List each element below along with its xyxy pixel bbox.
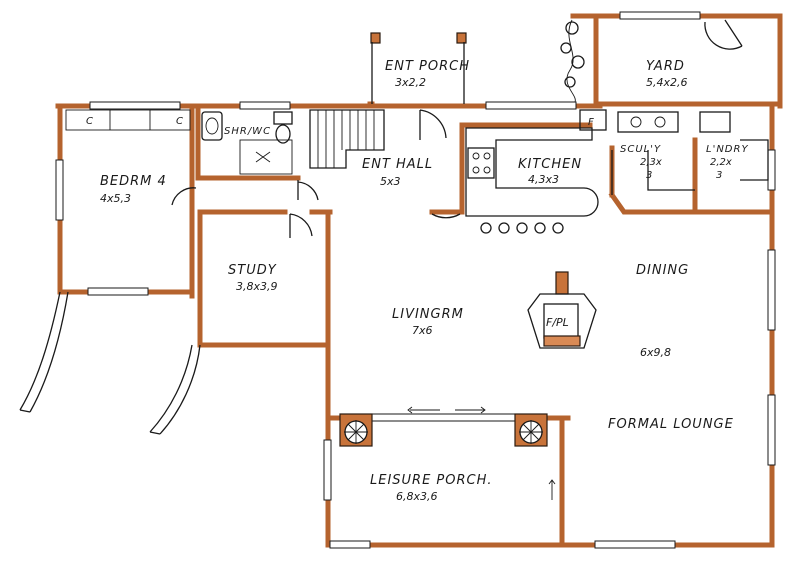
label-fridge: F (588, 117, 594, 128)
label-shower-wc: SHR/WC (224, 126, 271, 137)
bathroom-fixtures (201, 111, 293, 175)
label-leisure-porch: LEISURE PORCH. (370, 473, 493, 488)
dims-laundry-2: 3 (716, 170, 722, 181)
label-yard: YARD (646, 59, 685, 74)
yard-plant-icon (560, 19, 585, 103)
label-ent-hall: ENT HALL (362, 157, 433, 172)
kitchen-fixtures (465, 109, 769, 234)
dims-study: 3,8x3,9 (236, 280, 278, 293)
label-scullery: SCUL'Y (620, 144, 661, 155)
label-laundry: L'NDRY (706, 144, 749, 155)
label-bedroom-4: BEDRM 4 (100, 174, 167, 189)
walls (55, 13, 783, 548)
label-formal-lounge: FORMAL LOUNGE (608, 417, 734, 432)
dims-yard: 5,4x2,6 (646, 76, 688, 89)
label-study: STUDY (228, 263, 277, 278)
room-labels: ENT PORCH 3x2,2 YARD 5,4x2,6 BEDRM 4 4x5… (86, 59, 749, 503)
dims-ent-hall: 5x3 (380, 175, 401, 188)
doors (19, 19, 743, 500)
label-dining: DINING (636, 263, 689, 278)
porch-table-icon (339, 413, 548, 447)
label-fireplace: F/PL (546, 316, 569, 329)
label-living: LIVINGRM (392, 307, 464, 322)
dims-living: 7x6 (412, 324, 433, 337)
dims-kitchen: 4,3x3 (528, 173, 559, 186)
dims-bedroom-4: 4x5,3 (100, 192, 131, 205)
label-kitchen: KITCHEN (518, 157, 582, 172)
windows (55, 11, 776, 549)
fireplace-icon (527, 271, 597, 349)
dims-scullery: 2,3x (640, 157, 662, 168)
dims-laundry: 2,2x (710, 157, 732, 168)
label-cupboard-b: C (176, 116, 183, 127)
wardrobe (65, 109, 191, 131)
label-cupboard-a: C (86, 116, 93, 127)
label-ent-porch: ENT PORCH (385, 59, 470, 74)
stairs (309, 109, 385, 169)
dims-formal-lounge: 6x9,8 (640, 346, 671, 359)
dims-scullery-2: 3 (646, 170, 652, 181)
dims-ent-porch: 3x2,2 (395, 76, 426, 89)
dims-leisure-porch: 6,8x3,6 (396, 490, 438, 503)
